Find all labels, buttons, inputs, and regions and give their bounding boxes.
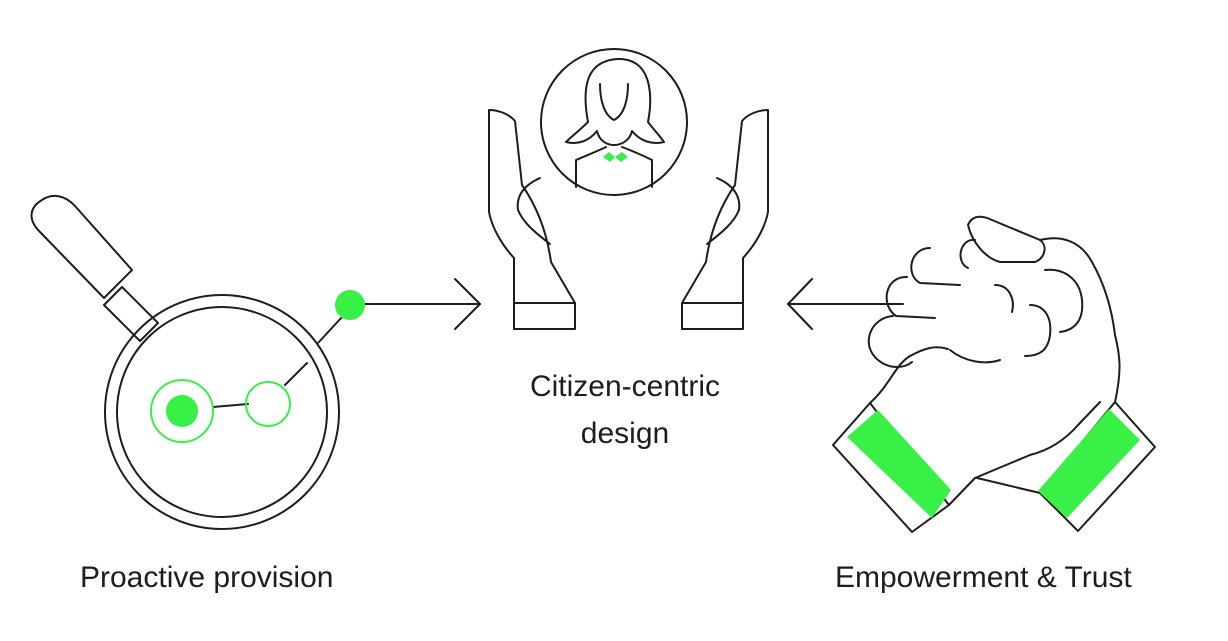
arrow-right-to-center (787, 278, 904, 330)
top-hand-back (1039, 237, 1121, 403)
node-outer (150, 379, 214, 443)
node-top-filled (335, 290, 365, 320)
collar-accent (603, 152, 628, 162)
right-cuff (681, 302, 744, 330)
right-hand (681, 109, 769, 304)
label-empowerment-trust: Empowerment & Trust (835, 561, 1132, 594)
label-center-line-1: Citizen-centric (529, 370, 721, 403)
knuckle-3 (994, 284, 1014, 313)
right-thumb (706, 177, 741, 245)
cuff-accents (847, 409, 1140, 518)
node-inner-filled (166, 395, 198, 427)
magnifier-grip (30, 194, 133, 299)
node-link-3 (317, 316, 343, 344)
handshake-icon (832, 215, 1156, 533)
knuckle-2 (1024, 304, 1052, 357)
magnifier-inner-ring (116, 306, 328, 518)
left-arm (869, 346, 1031, 506)
left-hand (488, 109, 576, 304)
label-proactive-provision: Proactive provision (80, 561, 334, 594)
finger-2 (885, 275, 936, 319)
person-shoulders (575, 146, 653, 188)
node-right (245, 381, 291, 427)
label-citizen-centric-design: Citizen-centric design (505, 364, 745, 457)
lower-hand (976, 401, 1101, 494)
knuckle-1 (1044, 268, 1084, 333)
person-face (599, 83, 629, 121)
hand-thumb (967, 215, 1046, 263)
finger-1 (867, 315, 913, 368)
left-thumb (516, 177, 551, 245)
right-cuff-green (1038, 409, 1140, 518)
person-hair (565, 58, 665, 146)
magnifier-network-icon (30, 194, 481, 530)
magnifier-shaft (103, 286, 159, 342)
network-nodes (150, 379, 291, 443)
person-circle (540, 48, 688, 196)
palm-crease (949, 349, 1001, 364)
left-cuff (513, 302, 576, 330)
hands-holding-person-icon (488, 48, 769, 330)
magnifier-outer-ring (104, 294, 340, 530)
arrow-right-head (787, 278, 813, 330)
finger-4 (959, 238, 976, 269)
arrow-left-to-center-head (454, 278, 481, 330)
node-link-1 (212, 403, 249, 408)
label-center-line-2: design (580, 416, 670, 450)
left-cuff-green (847, 410, 951, 518)
node-link-2 (284, 362, 308, 386)
finger-3 (910, 247, 961, 286)
